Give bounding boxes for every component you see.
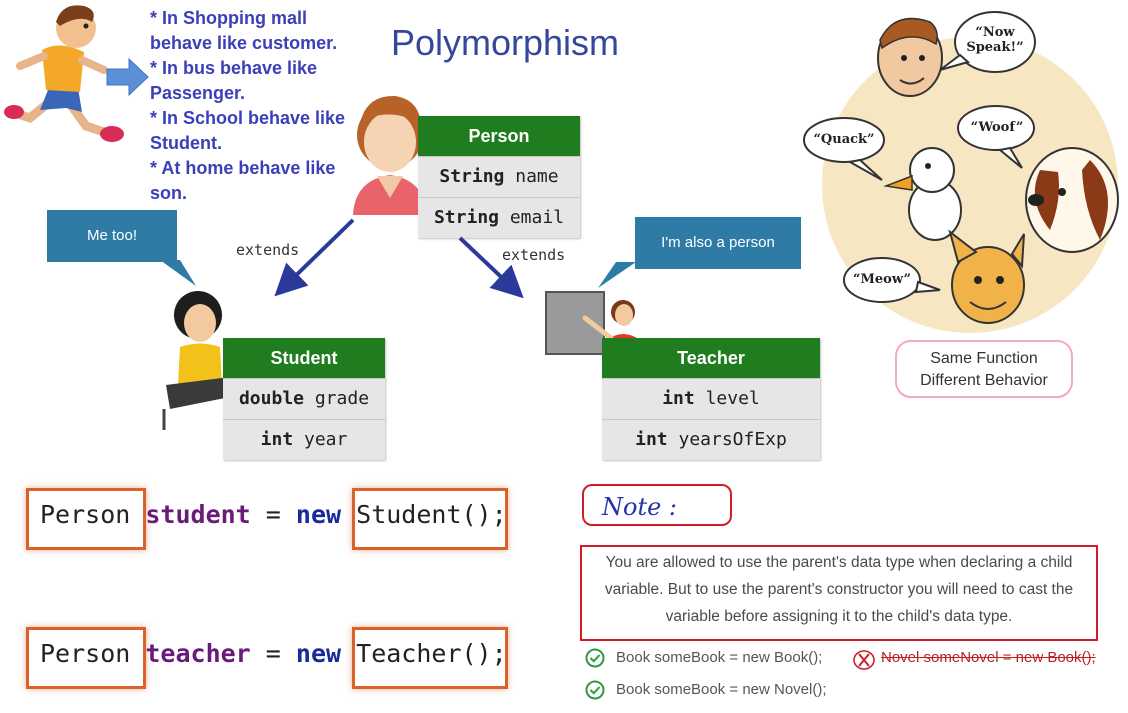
- bullet-line: Student.: [150, 133, 222, 153]
- teacher-field-level: int level: [602, 378, 820, 419]
- person-avatar: [353, 95, 427, 215]
- speech-quack: “Quack”: [813, 132, 875, 147]
- extends-label-left: extends: [236, 241, 300, 259]
- callout-teacher-text: I'm also a person: [661, 234, 775, 251]
- student-field-year: int year: [223, 419, 385, 460]
- note-text: You are allowed to use the parent's data…: [604, 554, 1074, 625]
- code-line-student: Person student = new Student();: [40, 500, 507, 529]
- speech-woof: “Woof”: [970, 120, 1024, 135]
- behavior-bullets: * In Shopping mall behave like customer.…: [150, 6, 360, 206]
- student-class-name: Student: [223, 338, 385, 378]
- animals-cartoon: [803, 11, 1119, 333]
- student-class-box: Student double grade int year: [223, 338, 385, 460]
- bullet-line: Passenger.: [150, 83, 246, 103]
- person-field-email: String email: [418, 197, 580, 238]
- speech-meow: “Meow”: [853, 272, 911, 287]
- page-title: Polymorphism: [390, 22, 620, 63]
- example-ok-1: Book someBook = new Book();: [616, 649, 823, 666]
- student-avatar: [162, 291, 230, 430]
- same-function-line1: Same Function: [930, 350, 1038, 367]
- code-box-type-1: [26, 488, 146, 550]
- bullet-line: son.: [150, 183, 188, 203]
- same-function-label: Same Function Different Behavior: [895, 340, 1073, 398]
- bullet-line: * In School behave like: [150, 108, 346, 128]
- dog-icon: [1025, 147, 1119, 253]
- running-boy-illustration: [4, 5, 124, 142]
- person-class-box: Person String name String email: [418, 116, 580, 238]
- cat-icon: [948, 229, 1025, 324]
- callout-teacher-tail: [598, 262, 636, 288]
- code-box-ctor-1: [352, 488, 508, 550]
- code-box-type-2: [26, 627, 146, 689]
- extends-label-right: extends: [502, 246, 566, 264]
- code-box-ctor-2: [352, 627, 508, 689]
- example-ok-2: Book someBook = new Novel();: [616, 681, 827, 698]
- bullet-line: * In Shopping mall: [150, 8, 307, 28]
- student-field-grade: double grade: [223, 378, 385, 419]
- teacher-class-name: Teacher: [602, 338, 820, 378]
- bullet-line: behave like customer.: [150, 33, 338, 53]
- person-field-name: String name: [418, 156, 580, 197]
- same-function-line2: Different Behavior: [920, 372, 1048, 389]
- boy-face-icon: [877, 17, 943, 97]
- teacher-field-years: int yearsOfExp: [602, 419, 820, 460]
- bullet-line: * At home behave like: [150, 158, 336, 178]
- callout-student: Me too!: [47, 210, 177, 262]
- speech-now: “Now: [975, 25, 1015, 40]
- speech-speak: Speak!”: [966, 40, 1024, 55]
- code-line-teacher: Person teacher = new Teacher();: [40, 639, 507, 668]
- person-class-name: Person: [418, 116, 580, 156]
- duck-icon: [883, 147, 962, 241]
- check-icon: [585, 680, 605, 700]
- note-title: Note :: [582, 484, 732, 526]
- callout-student-tail: [160, 260, 196, 286]
- cross-icon: [853, 650, 875, 670]
- callout-teacher: I'm also a person: [635, 217, 801, 269]
- bullet-line: * In bus behave like: [150, 58, 318, 78]
- callout-student-text: Me too!: [86, 227, 138, 244]
- note-box: You are allowed to use the parent's data…: [580, 545, 1098, 641]
- check-icon: [585, 648, 605, 668]
- teacher-class-box: Teacher int level int yearsOfExp: [602, 338, 820, 460]
- example-bad: Novel someNovel = new Book();: [881, 649, 1096, 666]
- right-arrow-icon: [106, 57, 149, 97]
- speech-now-speak: “Now Speak!”: [955, 25, 1035, 55]
